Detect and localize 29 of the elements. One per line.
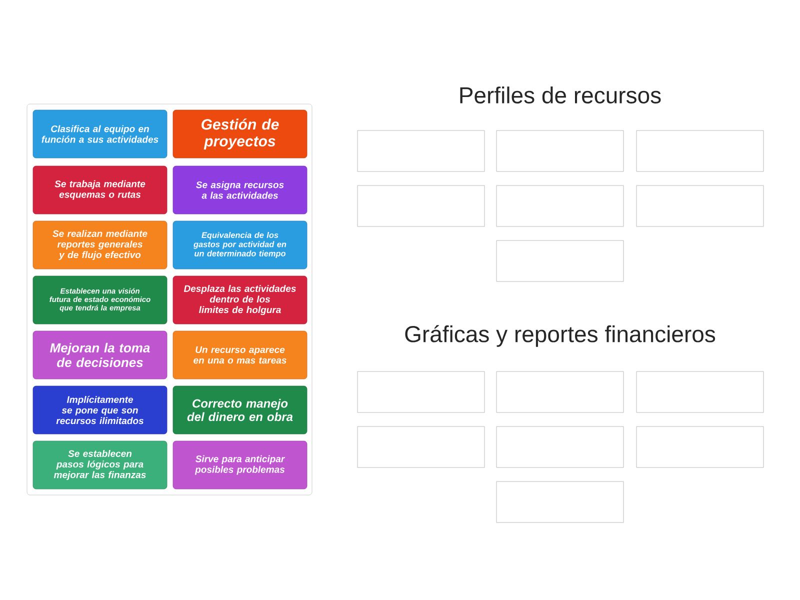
section-heading: Perfiles de recursos [460,86,661,104]
drop-box [357,130,485,172]
answer-tile: Se trabaja mediante esquemas o rutas [32,166,168,214]
drop-box [357,371,485,413]
answer-tile: Clasifica al equipo en función a sus actividades [32,110,168,158]
drop-box [496,481,624,523]
answer-tile: Un recurso aparece en una o mas tareas [172,330,308,380]
drop-box [496,185,624,227]
answer-tile: Se asigna recursos a las actividades [172,166,308,214]
drop-box [496,130,624,172]
drop-box [636,371,764,413]
drop-box [496,240,624,282]
answer-tile: Mejoran la toma de decisiones [32,330,168,380]
answer-tile: Sirve para anticipar posibles problemas [172,440,308,490]
drop-box [636,426,764,468]
drop-box [636,185,764,227]
drop-box [357,185,485,227]
drop-box [496,371,624,413]
answer-tile: Equivalencia de los gastos por actividad en un determinado tiempo [172,220,308,270]
drop-box [636,130,764,172]
drop-box [496,426,624,468]
answer-tile: Gestión de proyectos [172,110,308,158]
answer-tile: Correcto manejo del dinero en obra [172,386,308,434]
answer-tile: Desplaza las actividades dentro de los limites de holgura [172,276,308,324]
drop-box [357,426,485,468]
answer-tile: Se establecen pasos lógicos para mejorar las finanzas [32,440,168,490]
section-heading: Gráficas y reportes financieros [405,325,716,347]
answer-tile: Se realizan mediante reportes generales y de flujo efectivo [32,220,168,270]
answer-tile: Implícitamente se pone que son recursos ilimitados [32,386,168,434]
